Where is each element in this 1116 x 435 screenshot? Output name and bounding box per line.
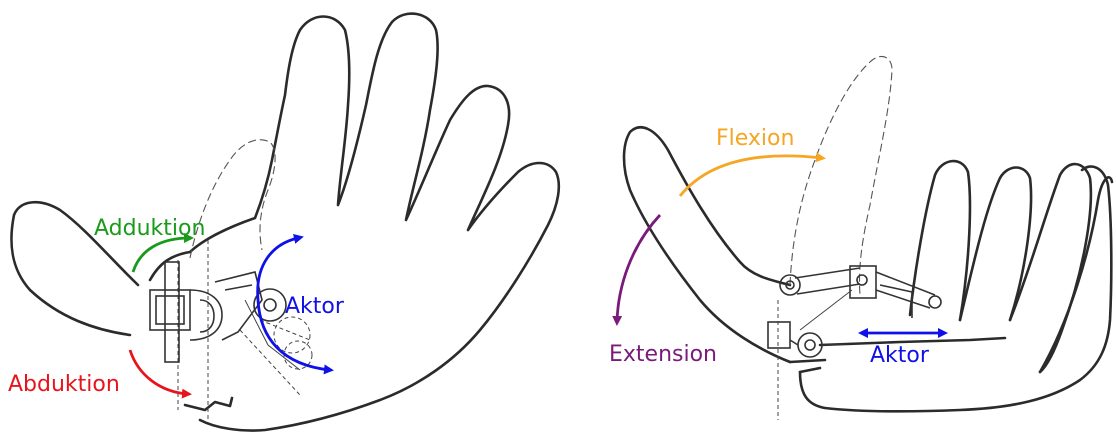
left-actuator-label: Aktor <box>285 294 345 319</box>
right-hand-outline <box>624 127 1111 411</box>
extension-label: Extension <box>609 342 717 367</box>
left-hand-figure: Adduktion Abduktion Aktor <box>8 14 559 431</box>
flexion-arrow <box>680 156 822 196</box>
extension-arrow <box>617 215 660 322</box>
adduction-label: Adduktion <box>94 216 205 241</box>
flexion-label: Flexion <box>716 126 794 151</box>
abduction-label: Abduktion <box>8 372 120 397</box>
right-thumb-ghost-outline <box>790 56 892 295</box>
left-exoskeleton-mechanism <box>150 262 312 395</box>
right-hand-figure: Flexion Extension Aktor <box>609 56 1112 420</box>
right-wrist-line <box>790 360 825 372</box>
right-actuator-label: Aktor <box>870 343 930 368</box>
right-finger-1 <box>910 161 970 320</box>
right-finger-4 <box>1040 177 1112 372</box>
